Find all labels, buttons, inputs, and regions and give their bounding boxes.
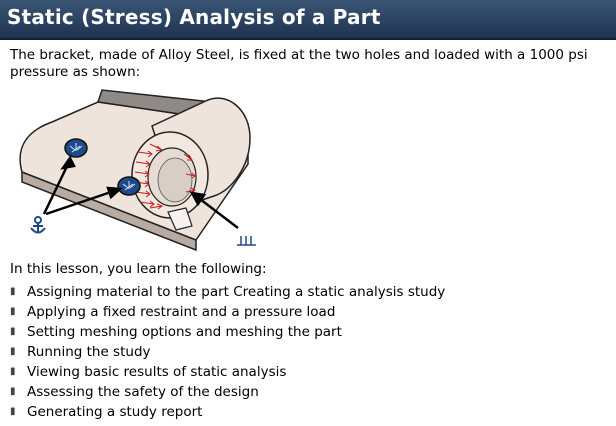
lesson-heading: In this lesson, you learn the following:	[10, 261, 267, 277]
intro-text: The bracket, made of Alloy Steel, is fix…	[10, 47, 588, 80]
lesson-topic-text: Running the study	[27, 344, 151, 360]
bracket-figure	[19, 89, 256, 252]
bullet-icon: ▮	[10, 366, 16, 377]
bullet-icon: ▮	[10, 346, 16, 357]
pressure-load-arrows	[134, 143, 196, 210]
lesson-topic-text: Assigning material to the part Creating …	[27, 284, 446, 300]
title-bar: Static (Stress) Analysis of a Part	[0, 0, 616, 40]
boss-slot	[167, 207, 193, 231]
load-callout-arrow	[189, 191, 239, 229]
lesson-topic-item: ▮ Viewing basic results of static analysi…	[0, 363, 445, 383]
lesson-topic-item: ▮ Running the study	[0, 343, 445, 363]
restraint-callout-arrows	[42, 155, 124, 216]
lesson-topic-text: Applying a fixed restraint and a pressur…	[27, 304, 336, 320]
lesson-topic-list: ▮ Assigning material to the part Creating…	[0, 283, 445, 423]
bullet-icon: ▮	[10, 286, 16, 297]
bullet-icon: ▮	[10, 386, 16, 397]
fixed-restraint-icon	[30, 216, 46, 234]
lesson-topic-text: Viewing basic results of static analysis	[27, 364, 287, 380]
lesson-topic-item: ▮ Generating a study report	[0, 403, 445, 423]
bullet-icon: ▮	[10, 326, 16, 337]
fixed-hole-1	[64, 138, 88, 158]
bullet-icon: ▮	[10, 306, 16, 317]
page-title: Static (Stress) Analysis of a Part	[7, 5, 381, 29]
bullet-icon: ▮	[10, 406, 16, 417]
lesson-topic-item: ▮ Assigning material to the part Creating…	[0, 283, 445, 303]
fixed-hole-2	[117, 176, 141, 196]
lesson-topic-text: Setting meshing options and meshing the …	[27, 324, 342, 340]
pressure-load-icon	[237, 236, 256, 246]
lesson-topic-item: ▮ Setting meshing options and meshing the…	[0, 323, 445, 343]
lesson-topic-text: Assessing the safety of the design	[27, 384, 259, 400]
lesson-topic-item: ▮ Assessing the safety of the design	[0, 383, 445, 403]
lesson-topic-item: ▮ Applying a fixed restraint and a pressu…	[0, 303, 445, 323]
lesson-topic-text: Generating a study report	[27, 404, 203, 420]
